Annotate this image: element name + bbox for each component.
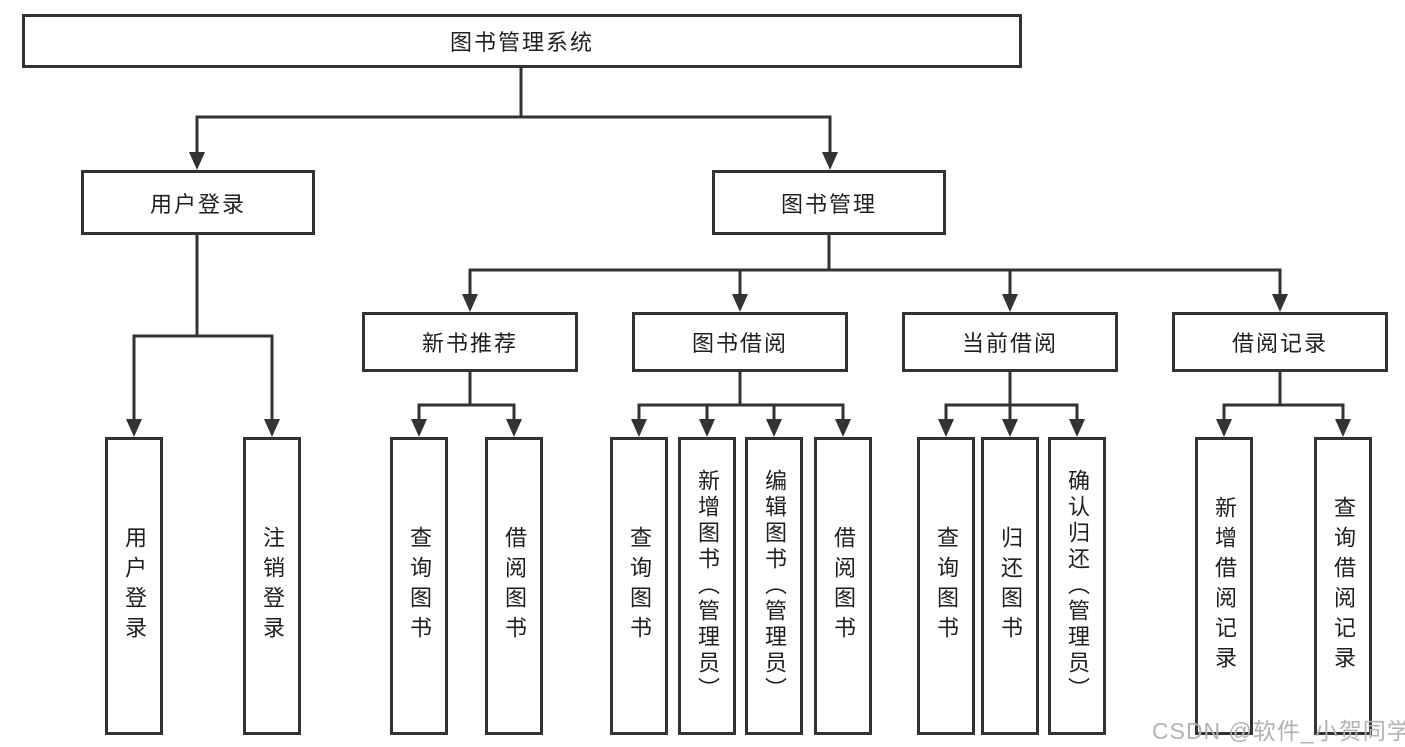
arrowhead-book-management: [822, 152, 838, 170]
arrowhead-book-borrowing: [732, 294, 748, 312]
leaf-borrow-books: 借阅图书: [814, 437, 872, 735]
arrowhead-leaf-borrow-books-newrec: [506, 419, 522, 437]
arrowhead-layer: [126, 152, 1351, 437]
node-current-borrowing: 当前借阅: [902, 312, 1118, 372]
connector-book-borrowing: [637, 370, 845, 423]
connector-current-borrowing: [944, 370, 1079, 423]
node-new-book-recommend: 新书推荐: [362, 312, 578, 372]
arrowhead-leaf-query-books-newrec: [411, 419, 427, 437]
connector-new-book-recommend: [417, 370, 516, 423]
arrowhead-leaf-confirm-return: [1069, 419, 1085, 437]
connector-root: [195, 66, 832, 156]
node-borrowing-records: 借阅记录: [1172, 312, 1388, 372]
arrowhead-leaf-add-borrow-record: [1216, 419, 1232, 437]
leaf-logout: 注销登录: [243, 437, 301, 735]
connector-lines: [132, 66, 1345, 423]
leaf-add-borrow-record: 新增借阅记录: [1195, 437, 1253, 735]
leaf-user-login: 用户登录: [105, 437, 163, 735]
leaf-query-books-current: 查询图书: [917, 437, 975, 735]
watermark: CSDN @软件_小贺同学: [1152, 718, 1405, 744]
arrowhead-leaf-add-books: [699, 419, 715, 437]
arrowhead-leaf-query-books-current: [938, 419, 954, 437]
arrowhead-leaf-query-books-borrow: [631, 419, 647, 437]
arrowhead-leaf-logout: [264, 419, 280, 437]
node-book-borrowing: 图书借阅: [632, 312, 848, 372]
arrowhead-current-borrowing: [1002, 294, 1018, 312]
arrowhead-leaf-query-borrow-record: [1335, 419, 1351, 437]
connector-user-login: [132, 233, 274, 423]
leaf-query-borrow-record: 查询借阅记录: [1314, 437, 1372, 735]
leaf-query-books-borrow: 查询图书: [610, 437, 668, 735]
arrowhead-leaf-login: [126, 419, 142, 437]
node-book-management: 图书管理: [712, 170, 946, 235]
leaf-edit-books-admin: 编辑图书（管理员）: [745, 437, 803, 735]
arrowhead-new-book-recommend: [462, 294, 478, 312]
leaf-query-books-newrec: 查询图书: [390, 437, 448, 735]
leaf-return-books: 归还图书: [981, 437, 1039, 735]
arrowhead-leaf-return-books: [1002, 419, 1018, 437]
node-root: 图书管理系统: [22, 14, 1022, 68]
connector-book-management: [468, 233, 1282, 298]
arrowhead-leaf-edit-books: [766, 419, 782, 437]
leaf-add-books-admin: 新增图书（管理员）: [678, 437, 736, 735]
arrowhead-user-login: [189, 152, 205, 170]
arrowhead-borrowing-records: [1272, 294, 1288, 312]
node-user-login: 用户登录: [81, 170, 315, 235]
leaf-confirm-return-admin: 确认归还（管理员）: [1048, 437, 1106, 735]
arrowhead-leaf-borrow-books: [835, 419, 851, 437]
connector-borrowing-records: [1222, 370, 1345, 423]
leaf-borrow-books-newrec: 借阅图书: [485, 437, 543, 735]
